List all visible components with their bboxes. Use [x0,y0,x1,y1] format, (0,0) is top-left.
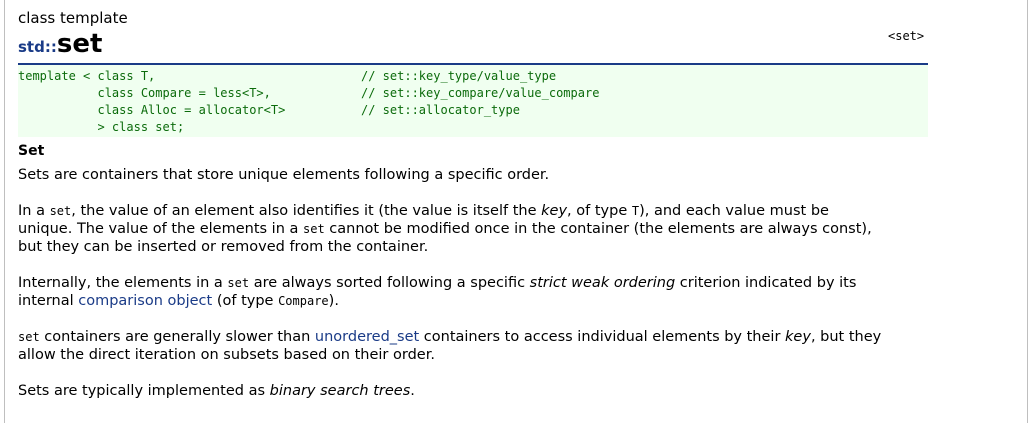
inline-code: set [18,330,40,344]
text-run: cannot be modified once in the container… [324,221,872,237]
inline-code: Compare [278,294,329,308]
emphasis-text: strict weak ordering [529,275,676,291]
code-comment: // set::allocator_type [361,103,520,117]
declaration-code-block: template < class T, class Compare = less… [18,63,928,137]
unordered-set-link[interactable]: unordered_set [314,329,420,345]
paragraph-line: allow the direct iteration on subsets ba… [18,347,435,363]
section-title: Set [18,143,45,159]
text-run: internal [18,293,79,309]
text-run: containers are generally slower than [39,329,315,345]
page-title: std::set [18,29,102,62]
code-line: template < class T, [18,69,156,83]
paragraph-line: internal comparison object (of type Comp… [18,292,923,310]
text-run: ), and each value must be [639,203,829,219]
emphasis-key: key [541,203,568,219]
paragraph-line: but they can be inserted or removed from… [18,239,429,255]
text-run: Sets are typically implemented as [18,383,270,399]
paragraph-line: Sets are containers that store unique el… [18,167,550,183]
text-run: , of type [567,203,632,219]
text-run: Internally, the elements in a [18,275,228,291]
class-name: set [56,29,103,59]
intro-paragraph: Sets are containers that store unique el… [18,166,923,184]
text-run: criterion indicated by its [675,275,857,291]
text-run: . [410,383,415,399]
text-run: unique. The value of the elements in a [18,221,304,237]
page-frame: class template std::set <set> template <… [4,0,1028,423]
code-line: class Alloc = allocator<T> [18,103,286,117]
text-run: In a [18,203,50,219]
performance-paragraph: set containers are generally slower than… [18,328,923,364]
namespace-label: std:: [18,38,57,56]
paragraph-line: Sets are typically implemented as binary… [18,382,923,400]
code-comment: // set::key_type/value_type [361,69,557,83]
code-line: class Compare = less<T>, [18,86,271,100]
paragraph-line: set containers are generally slower than… [18,328,923,346]
text-run: ). [328,293,339,309]
emphasis-key: key [785,329,811,345]
text-run: , the value of an element also identifie… [71,203,542,219]
comparison-object-link[interactable]: comparison object [78,293,213,309]
type-label: class template [18,9,128,27]
ordering-paragraph: Internally, the elements in a set are al… [18,274,923,310]
header-file-tag: <set> [888,29,925,43]
description-paragraph: In a set, the value of an element also i… [18,202,923,256]
emphasis-text: binary search trees [269,383,411,399]
code-comment: // set::key_compare/value_compare [361,86,600,100]
text-run: are always sorted following a specific [249,275,530,291]
paragraph-line: In a set, the value of an element also i… [18,202,923,220]
paragraph-line: unique. The value of the elements in a s… [18,220,923,238]
inline-code: T [631,204,640,218]
implementation-paragraph: Sets are typically implemented as binary… [18,382,923,400]
text-run: , but they [810,329,882,345]
inline-code: set [49,204,72,218]
text-run: containers to access individual elements… [419,329,786,345]
inline-code: set [303,222,325,236]
inline-code: set [227,276,250,290]
paragraph-line: Internally, the elements in a set are al… [18,274,923,292]
code-line: > class set; [18,120,185,134]
text-run: (of type [212,293,279,309]
